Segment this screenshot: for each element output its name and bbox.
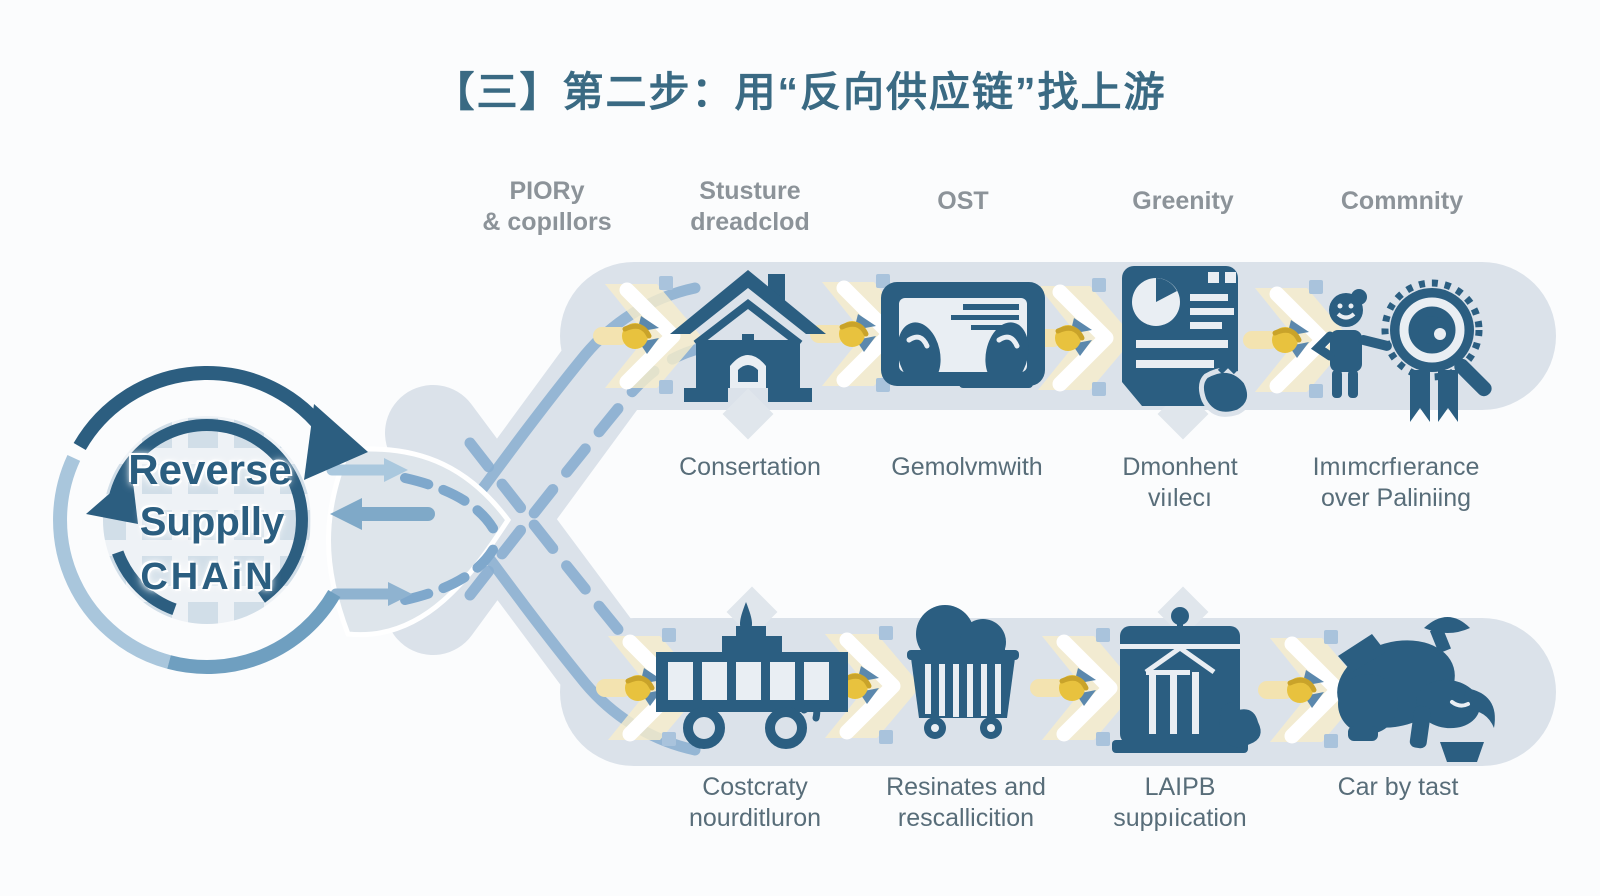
bottom-step-label-3: LAIPB suppıication xyxy=(1113,773,1247,833)
page-title: 【三】第二步：用“反向供应链”找上游 xyxy=(433,69,1167,115)
column-header-3: OST xyxy=(937,187,989,215)
hub-text-supply: Supplly xyxy=(139,500,285,544)
column-header-2: Stusture dreadclod xyxy=(690,177,810,237)
top-step-label-1: Consertation xyxy=(679,453,821,481)
outer-cycle-arrow-icon xyxy=(53,365,368,674)
arrow-right-bottom-icon xyxy=(330,582,412,606)
report-document-icon xyxy=(1122,266,1250,414)
hub-split-leaf xyxy=(326,446,512,638)
tablet-hands-icon xyxy=(881,282,1045,390)
column-header-1: PIORy & copıllors xyxy=(482,177,612,237)
top-step-label-4: Imımcrfıerance over Paliniing xyxy=(1312,453,1480,513)
top-step-label-2: Gemolvmwith xyxy=(891,453,1043,481)
top-step-label-3: Dmonhent viılecı xyxy=(1122,453,1238,513)
arrow-right-top-icon xyxy=(326,458,408,482)
column-header-4: Greenity xyxy=(1132,187,1234,215)
bottom-step-label-2: Resinates and rescallicition xyxy=(886,773,1046,833)
column-header-5: Commnity xyxy=(1340,187,1464,215)
hub-arrows xyxy=(326,458,435,606)
bottom-step-label-1: Costcraty nourditluron xyxy=(688,773,822,833)
hub-text-chain: CHAiN xyxy=(140,556,276,598)
reverse-supply-chain-hub xyxy=(53,365,368,674)
inner-cycle-arrow-icon xyxy=(86,419,308,615)
hub-text-reverse: Reverse xyxy=(128,446,292,493)
arrow-left-middle-icon xyxy=(330,498,435,530)
bottom-step-label-4: Car by tast xyxy=(1337,773,1459,801)
